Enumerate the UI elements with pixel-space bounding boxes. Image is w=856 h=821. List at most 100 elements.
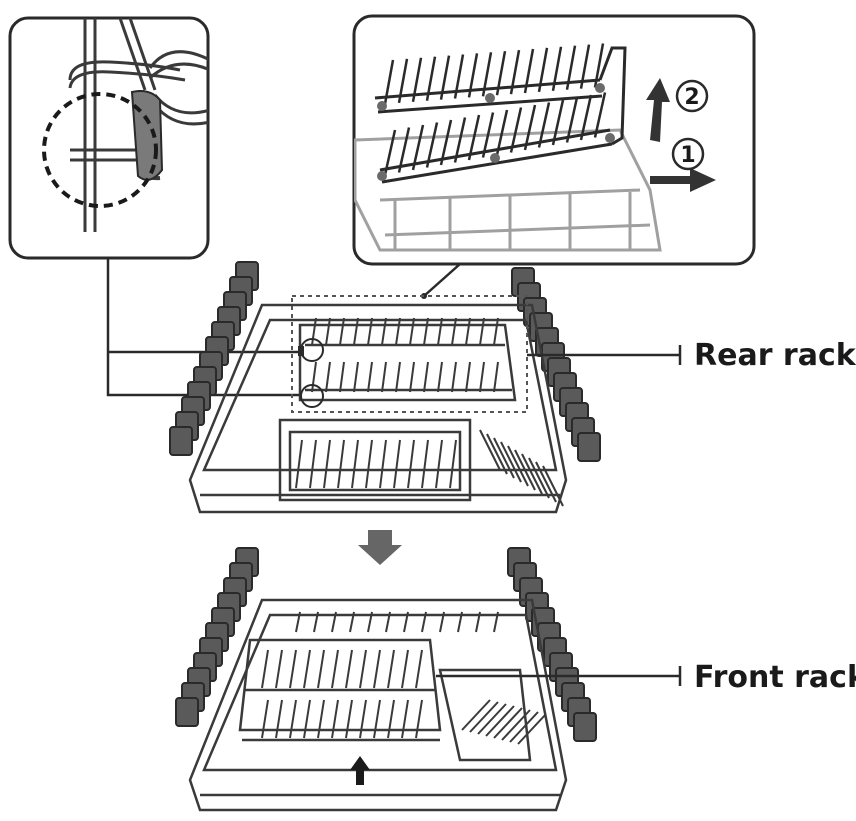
rack-wire [411,57,423,103]
rack-wire [311,361,317,393]
upper-rack-with-front-rack [175,547,597,812]
rack-wire [421,439,429,489]
rack-wire [485,705,515,737]
rack-wire [303,649,311,689]
down-arrow [358,530,402,565]
rack-wire [495,50,507,96]
rack-wire [469,701,499,733]
rack-wire [395,317,401,346]
rack-wire [367,317,373,346]
tine-panel-segment [169,426,193,456]
rack-wire [367,361,373,393]
rack-wire [565,97,579,143]
rack-wire [467,53,479,98]
hook-highlight-circle [42,92,158,208]
rack-wire [461,699,491,731]
rack-wire [423,317,429,346]
rack-wire [528,457,550,499]
rack-wire [295,439,303,489]
rack-wire [509,107,523,153]
rack-wire [565,45,577,90]
rack-wire [425,56,437,101]
rack-wire [477,703,507,735]
step-1-badge: 1 [671,137,705,171]
rack-wire [407,439,415,489]
rack-wire [415,699,423,739]
rack-wire [509,711,539,743]
rack-wire [397,127,411,173]
step-2-number: 2 [684,85,699,110]
rack-wire [275,699,283,739]
rack-wire [449,439,457,489]
arrow-up-step-2 [646,78,670,142]
rack-wire [373,649,381,689]
rack-wire [353,361,359,393]
rack-wire [295,611,301,633]
rack-wire [551,99,565,146]
rack-wire [353,317,359,346]
rack-wire [409,361,415,393]
rack-wire [579,94,593,141]
rack-wire [495,109,509,156]
rack-wire [367,611,373,633]
rack-wire [493,707,523,739]
rack-wire [323,439,331,489]
insert-arrow [350,756,370,785]
rack-wire [486,433,508,475]
callout-connector-right [423,263,461,297]
rack-wire [395,361,401,393]
rack-wire [479,429,501,471]
rack-wire [500,441,522,483]
rack-wire [359,699,367,739]
rack-wire [537,47,549,93]
rack-wire [453,117,467,163]
rack-wire [383,59,395,105]
rack-wire [383,129,397,176]
rack-wire [401,649,409,689]
rack-wire [339,361,345,393]
rack-wire [479,317,485,346]
tine-panel-segment [175,697,199,727]
rack-wire [275,649,283,689]
rack-wire [345,699,353,739]
rack-wire [493,317,499,346]
rack-wire [521,453,543,495]
rack-wire [481,112,495,158]
front-rack-leader [436,666,682,686]
rack-wire [289,649,297,689]
rack-wire [437,361,443,393]
rack-wire [481,52,493,97]
rack-wire [387,649,395,689]
rack-wire [479,361,485,393]
rack-wire [421,611,427,633]
rack-wire [593,92,607,138]
rack-wire [289,699,297,739]
rack-wire [523,104,537,151]
rack-wire [401,699,409,739]
rack-wire [303,699,311,739]
arrow-right-step-1 [650,168,716,192]
rear-rack-highlight [291,295,528,413]
rack-wire [311,317,317,346]
rack-wire [317,699,325,739]
rack-wire [535,461,557,503]
rack-wire [537,102,551,148]
rack-wire [493,611,499,633]
rack-wire [493,361,499,393]
rack-wire [465,361,471,393]
rack-wire [517,713,547,745]
rack-wire [467,114,481,161]
rack-wire [309,439,317,489]
rack-wire [331,611,337,633]
rack-wire [345,649,353,689]
rack-wire [593,43,605,88]
rack-wire [359,649,367,689]
rack-wire [313,611,319,633]
rack-wire [509,49,521,95]
rack-wire [261,699,269,739]
rack-wire [437,317,443,346]
rack-wire [501,709,531,741]
upper-rack-with-rear-rack [169,261,601,514]
rack-wire [542,465,564,507]
